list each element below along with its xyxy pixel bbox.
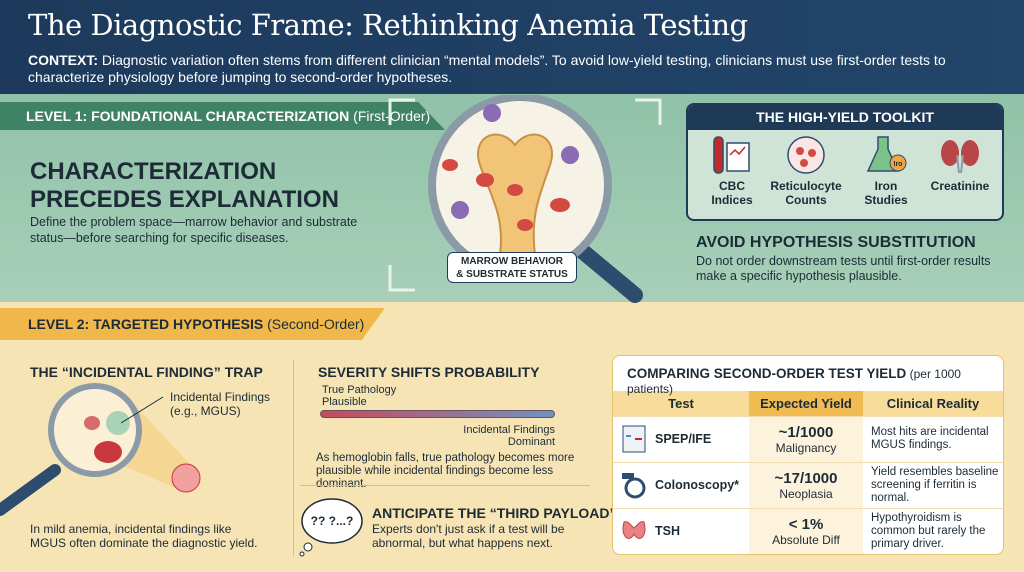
gel-electrophoresis-icon [622,425,646,453]
toolkit-item-creatinine: Creatinine [922,135,998,193]
magnifier-label-line2: & SUBSTRATE STATUS [456,269,568,280]
clinical-reality: Yield resembles baseline screening if fe… [863,461,1003,508]
colonoscope-icon [622,473,646,499]
table-title: COMPARING SECOND-ORDER TEST YIELD (per 1… [613,356,1003,396]
yield-unit: Malignancy [775,440,837,455]
left-label-line2: Plausible [322,396,367,408]
clinical-reality: Most hits are incidental MGUS findings. [863,415,1003,462]
trap-callout: Incidental Findings(e.g., MGUS) [170,390,270,418]
toolkit-label: Iron [874,179,898,193]
table-row: TSH < 1%Absolute Diff Hypothyroidism is co… [613,507,1003,554]
divider [300,485,590,486]
callout-line1: Incidental Findings [170,390,271,404]
table-subtitle: (per 1000 patients) [627,367,961,396]
level1-tab-sub: (First-Order) [349,108,431,124]
col-header: Expected Yield [749,391,863,416]
severity-title: SEVERITY SHIFTS PROBABILITY [318,364,540,380]
blood-tube-chart-icon [713,136,750,174]
iron-badge-text: Iro [894,161,903,168]
toolkit-label: Indices [711,193,753,207]
magnifier-label: MARROW BEHAVIOR & SUBSTRATE STATUS [447,252,577,283]
test-name: Colonoscopy* [655,478,740,492]
test-name: SPEP/IFE [655,432,712,446]
headline-line1: CHARACTERIZATION [30,158,277,185]
level2-tab-title: LEVEL 2: TARGETED HYPOTHESIS [28,316,264,332]
yield-unit: Absolute Diff [772,532,840,547]
yield-table-card: COMPARING SECOND-ORDER TEST YIELD (per 1… [612,355,1004,555]
level1-tab-title: LEVEL 1: FOUNDATIONAL CHARACTERIZATION [26,108,350,124]
left-label-line1: True Pathology [322,384,397,396]
toolkit-title: THE HIGH-YIELD TOOLKIT [688,105,1002,130]
context-label: CONTEXT: [28,52,98,68]
thought-bubble-icon: ?? ?...? [299,498,363,557]
trap-title: THE “INCIDENTAL FINDING” TRAP [30,364,263,380]
level2-tab: LEVEL 2: TARGETED HYPOTHESIS (Second-Ord… [0,308,385,340]
headline-line2: PRECEDES EXPLANATION [30,186,339,213]
avoid-title: AVOID HYPOTHESIS SUBSTITUTION [696,234,976,251]
magnifier-bone-marrow-icon [388,95,662,303]
thyroid-icon [622,521,646,540]
toolkit-label: Counts [785,193,827,207]
level1-tab: LEVEL 1: FOUNDATIONAL CHARACTERIZATION (… [0,102,445,130]
yield-unit: Neoplasia [779,486,833,501]
callout-line2: (e.g., MGUS) [170,404,241,418]
svg-text:?? ?...?: ?? ?...? [311,514,354,528]
payload-title: ANTICIPATE THE “THIRD PAYLOAD” [372,505,617,521]
toolkit-label: CBC [719,179,745,193]
severity-text: As hemoglobin falls, true pathology beco… [316,452,575,490]
kidney-icon [941,140,979,174]
toolkit-label: Creatinine [930,179,990,193]
context-body: Diagnostic variation often stems from di… [28,52,946,85]
yield-value: < 1% [788,515,824,533]
level1-description: Define the problem space—marrow behavior… [30,215,358,245]
context-text: CONTEXT: Diagnostic variation often stem… [28,52,998,86]
col-header: Test [613,391,749,416]
right-label-line2: Dominant [507,436,555,448]
trap-text: In mild anemia, incidental findings like… [30,522,258,550]
magnifier-cells-icon [0,383,201,516]
avoid-text: Do not order downstream tests until firs… [696,254,991,283]
clinical-reality: Hypothyroidism is common but rarely the … [863,507,1003,554]
flask-icon: Iro [866,136,907,172]
divider [293,360,294,556]
petri-dish-icon [787,136,825,174]
table-title-main: COMPARING SECOND-ORDER TEST YIELD [627,366,907,381]
severity-gradient-bar [320,410,555,418]
toolkit-label: Reticulocyte [770,179,842,193]
payload-text: Experts don't just ask if a test will be… [372,522,565,550]
magnifier-label-line1: MARROW BEHAVIOR [460,256,564,267]
yield-value: ~17/1000 [774,469,838,487]
page-title: The Diagnostic Frame: Rethinking Anemia … [28,8,748,42]
yield-value: ~1/1000 [778,423,834,441]
toolkit-label: Studies [864,193,908,207]
header-banner [0,0,1024,94]
col-header: Clinical Reality [863,391,1003,416]
test-name: TSH [655,524,680,539]
right-label-line1: Incidental Findings [463,424,555,436]
level2-tab-sub: (Second-Order) [263,316,365,332]
